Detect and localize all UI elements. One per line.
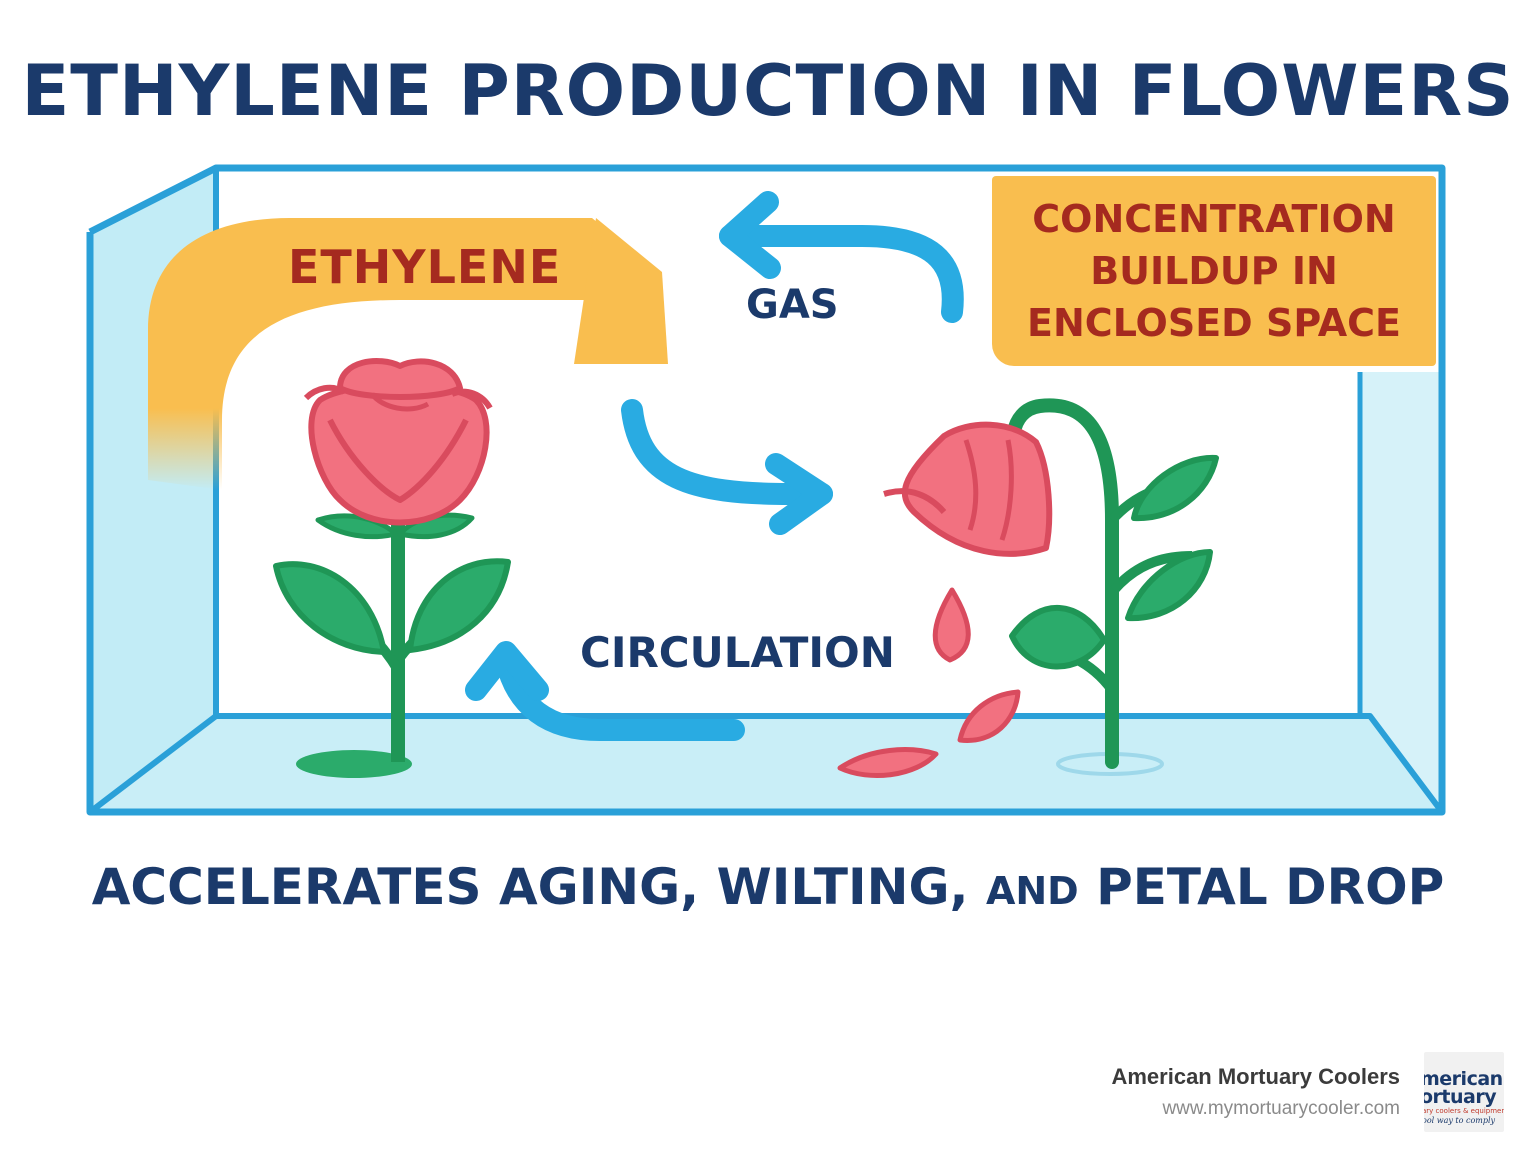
logo-line4: ool way to comply (1424, 1116, 1496, 1125)
gas-arrow (719, 191, 964, 323)
logo-line2: ortuary (1424, 1086, 1497, 1108)
circulation-label: CIRCULATION (580, 628, 895, 677)
flow-arrow (621, 399, 833, 535)
brand-name: American Mortuary Coolers (1111, 1064, 1400, 1089)
caption: ACCELERATES AGING, WILTING, AND PETAL DR… (0, 858, 1536, 916)
brand-logo: merican ortuary ary coolers & equipment … (1424, 1052, 1504, 1132)
wilted-rose (837, 398, 1219, 779)
caption-part3: PETAL DROP (1096, 858, 1445, 916)
page-title: ETHYLENE PRODUCTION IN FLOWERS (21, 50, 1515, 132)
gas-label: GAS (746, 282, 839, 328)
circulation-arrow (465, 641, 745, 741)
logo-line1: merican (1424, 1068, 1503, 1090)
caption-part2: AND (985, 869, 1079, 913)
concentration-label: CONCENTRATION BUILDUP IN ENCLOSED SPACE (1027, 197, 1401, 345)
concentration-callout: CONCENTRATION BUILDUP IN ENCLOSED SPACE (992, 176, 1436, 366)
logo-line3: ary coolers & equipment (1424, 1107, 1504, 1115)
ethylene-arrow (148, 218, 668, 490)
brand-url: www.mymortuarycooler.com (1162, 1098, 1400, 1119)
healthy-rose (273, 358, 511, 778)
ethylene-label: ETHYLENE (288, 240, 562, 294)
caption-part1: ACCELERATES AGING, WILTING, (91, 858, 969, 916)
